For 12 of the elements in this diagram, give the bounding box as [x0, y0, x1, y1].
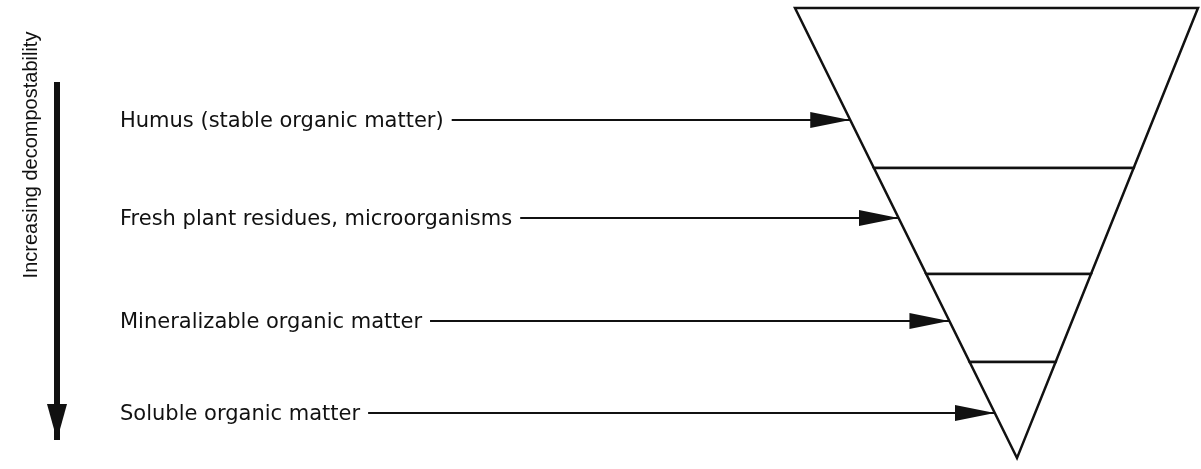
leader-arrow	[450, 112, 852, 128]
leader-arrow	[367, 405, 996, 421]
pyramid-tip	[967, 360, 1058, 462]
axis-label: Increasing decompostability	[18, 31, 42, 279]
layer-label: Humus (stable organic matter)	[120, 107, 444, 133]
layer-label: Fresh plant residues, microorganisms	[120, 205, 513, 231]
leader-arrow	[519, 210, 900, 226]
pyramid-band	[924, 272, 1093, 364]
layer-label: Mineralizable organic matter	[120, 308, 423, 334]
pyramid-band	[871, 166, 1136, 276]
layer-label: Soluble organic matter	[120, 400, 361, 426]
leader-arrow	[429, 313, 951, 329]
